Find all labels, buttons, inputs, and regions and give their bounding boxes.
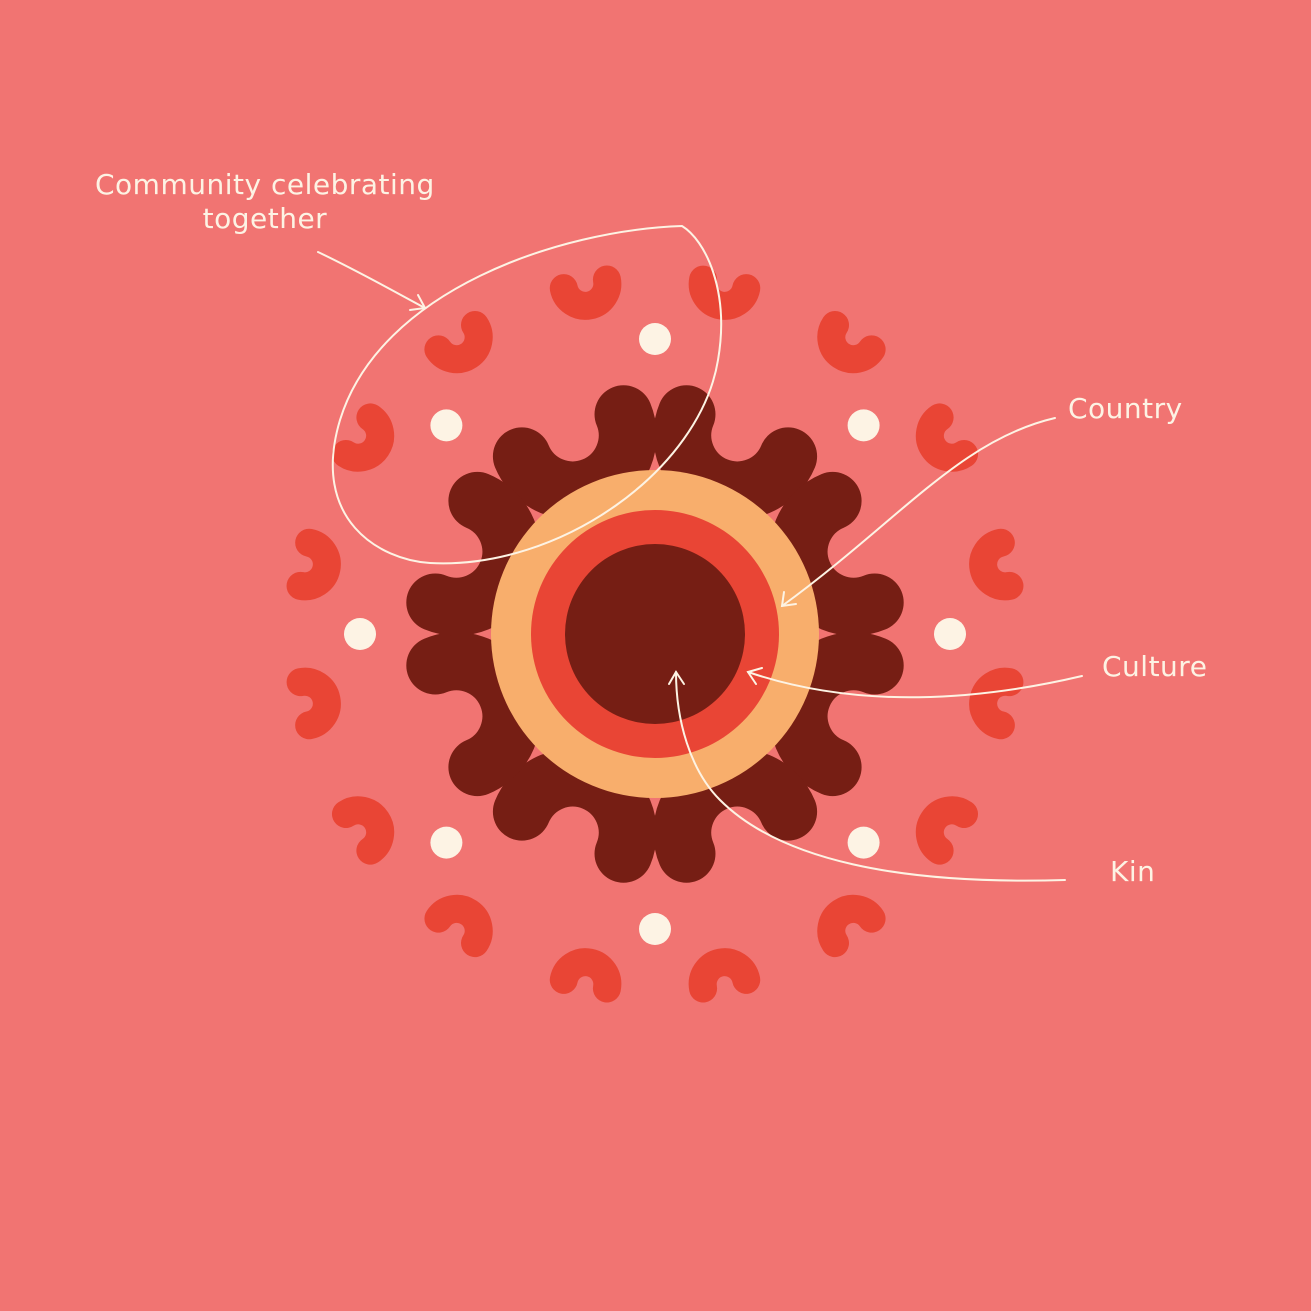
- cream-dots: [344, 323, 966, 945]
- person-figure-outer: [823, 900, 872, 943]
- label-community-celebrating-together: Community celebrating together: [95, 168, 435, 236]
- community-arrow-line: [317, 251, 426, 309]
- kin-core: [565, 544, 745, 724]
- cream-dot: [430, 409, 463, 442]
- community-ellipse-line: [331, 225, 723, 565]
- person-figure-outer: [979, 678, 1009, 725]
- person-figure-outer: [979, 543, 1009, 590]
- person-figure-outer: [346, 802, 389, 851]
- person-figure-outer: [699, 958, 746, 988]
- cream-dot: [847, 409, 880, 442]
- person-figure-outer: [301, 678, 331, 725]
- country-arrow-head: [780, 591, 797, 608]
- person-figure-outer: [346, 417, 389, 466]
- person-figure-outer: [438, 325, 487, 368]
- country-arrow-line: [781, 417, 1056, 607]
- cream-dot: [639, 323, 671, 355]
- person-figure-outer: [699, 280, 746, 310]
- culture-arrow-line: [747, 671, 1083, 699]
- cream-dot: [934, 618, 966, 650]
- label-community-line2: together: [202, 202, 328, 235]
- person-figure-outer: [438, 900, 487, 943]
- kin-arrow-line: [675, 671, 1066, 882]
- cream-dot: [344, 618, 376, 650]
- person-figure-outer: [921, 417, 964, 466]
- kin-arrow-head: [668, 670, 685, 685]
- label-country: Country: [1068, 392, 1183, 425]
- person-figure-outer: [921, 802, 964, 851]
- label-community-line1: Community celebrating: [95, 168, 435, 201]
- label-kin: Kin: [1110, 855, 1156, 888]
- person-figure-outer: [301, 543, 331, 590]
- person-figure-outer: [564, 280, 611, 310]
- culture-arrow-head: [746, 667, 763, 685]
- community-arrow-head: [409, 294, 427, 311]
- person-figure-outer: [564, 958, 611, 988]
- cream-dot: [639, 913, 671, 945]
- cream-dot: [430, 826, 463, 859]
- cream-dot: [847, 826, 880, 859]
- label-culture: Culture: [1102, 650, 1208, 683]
- person-figure-outer: [823, 325, 872, 368]
